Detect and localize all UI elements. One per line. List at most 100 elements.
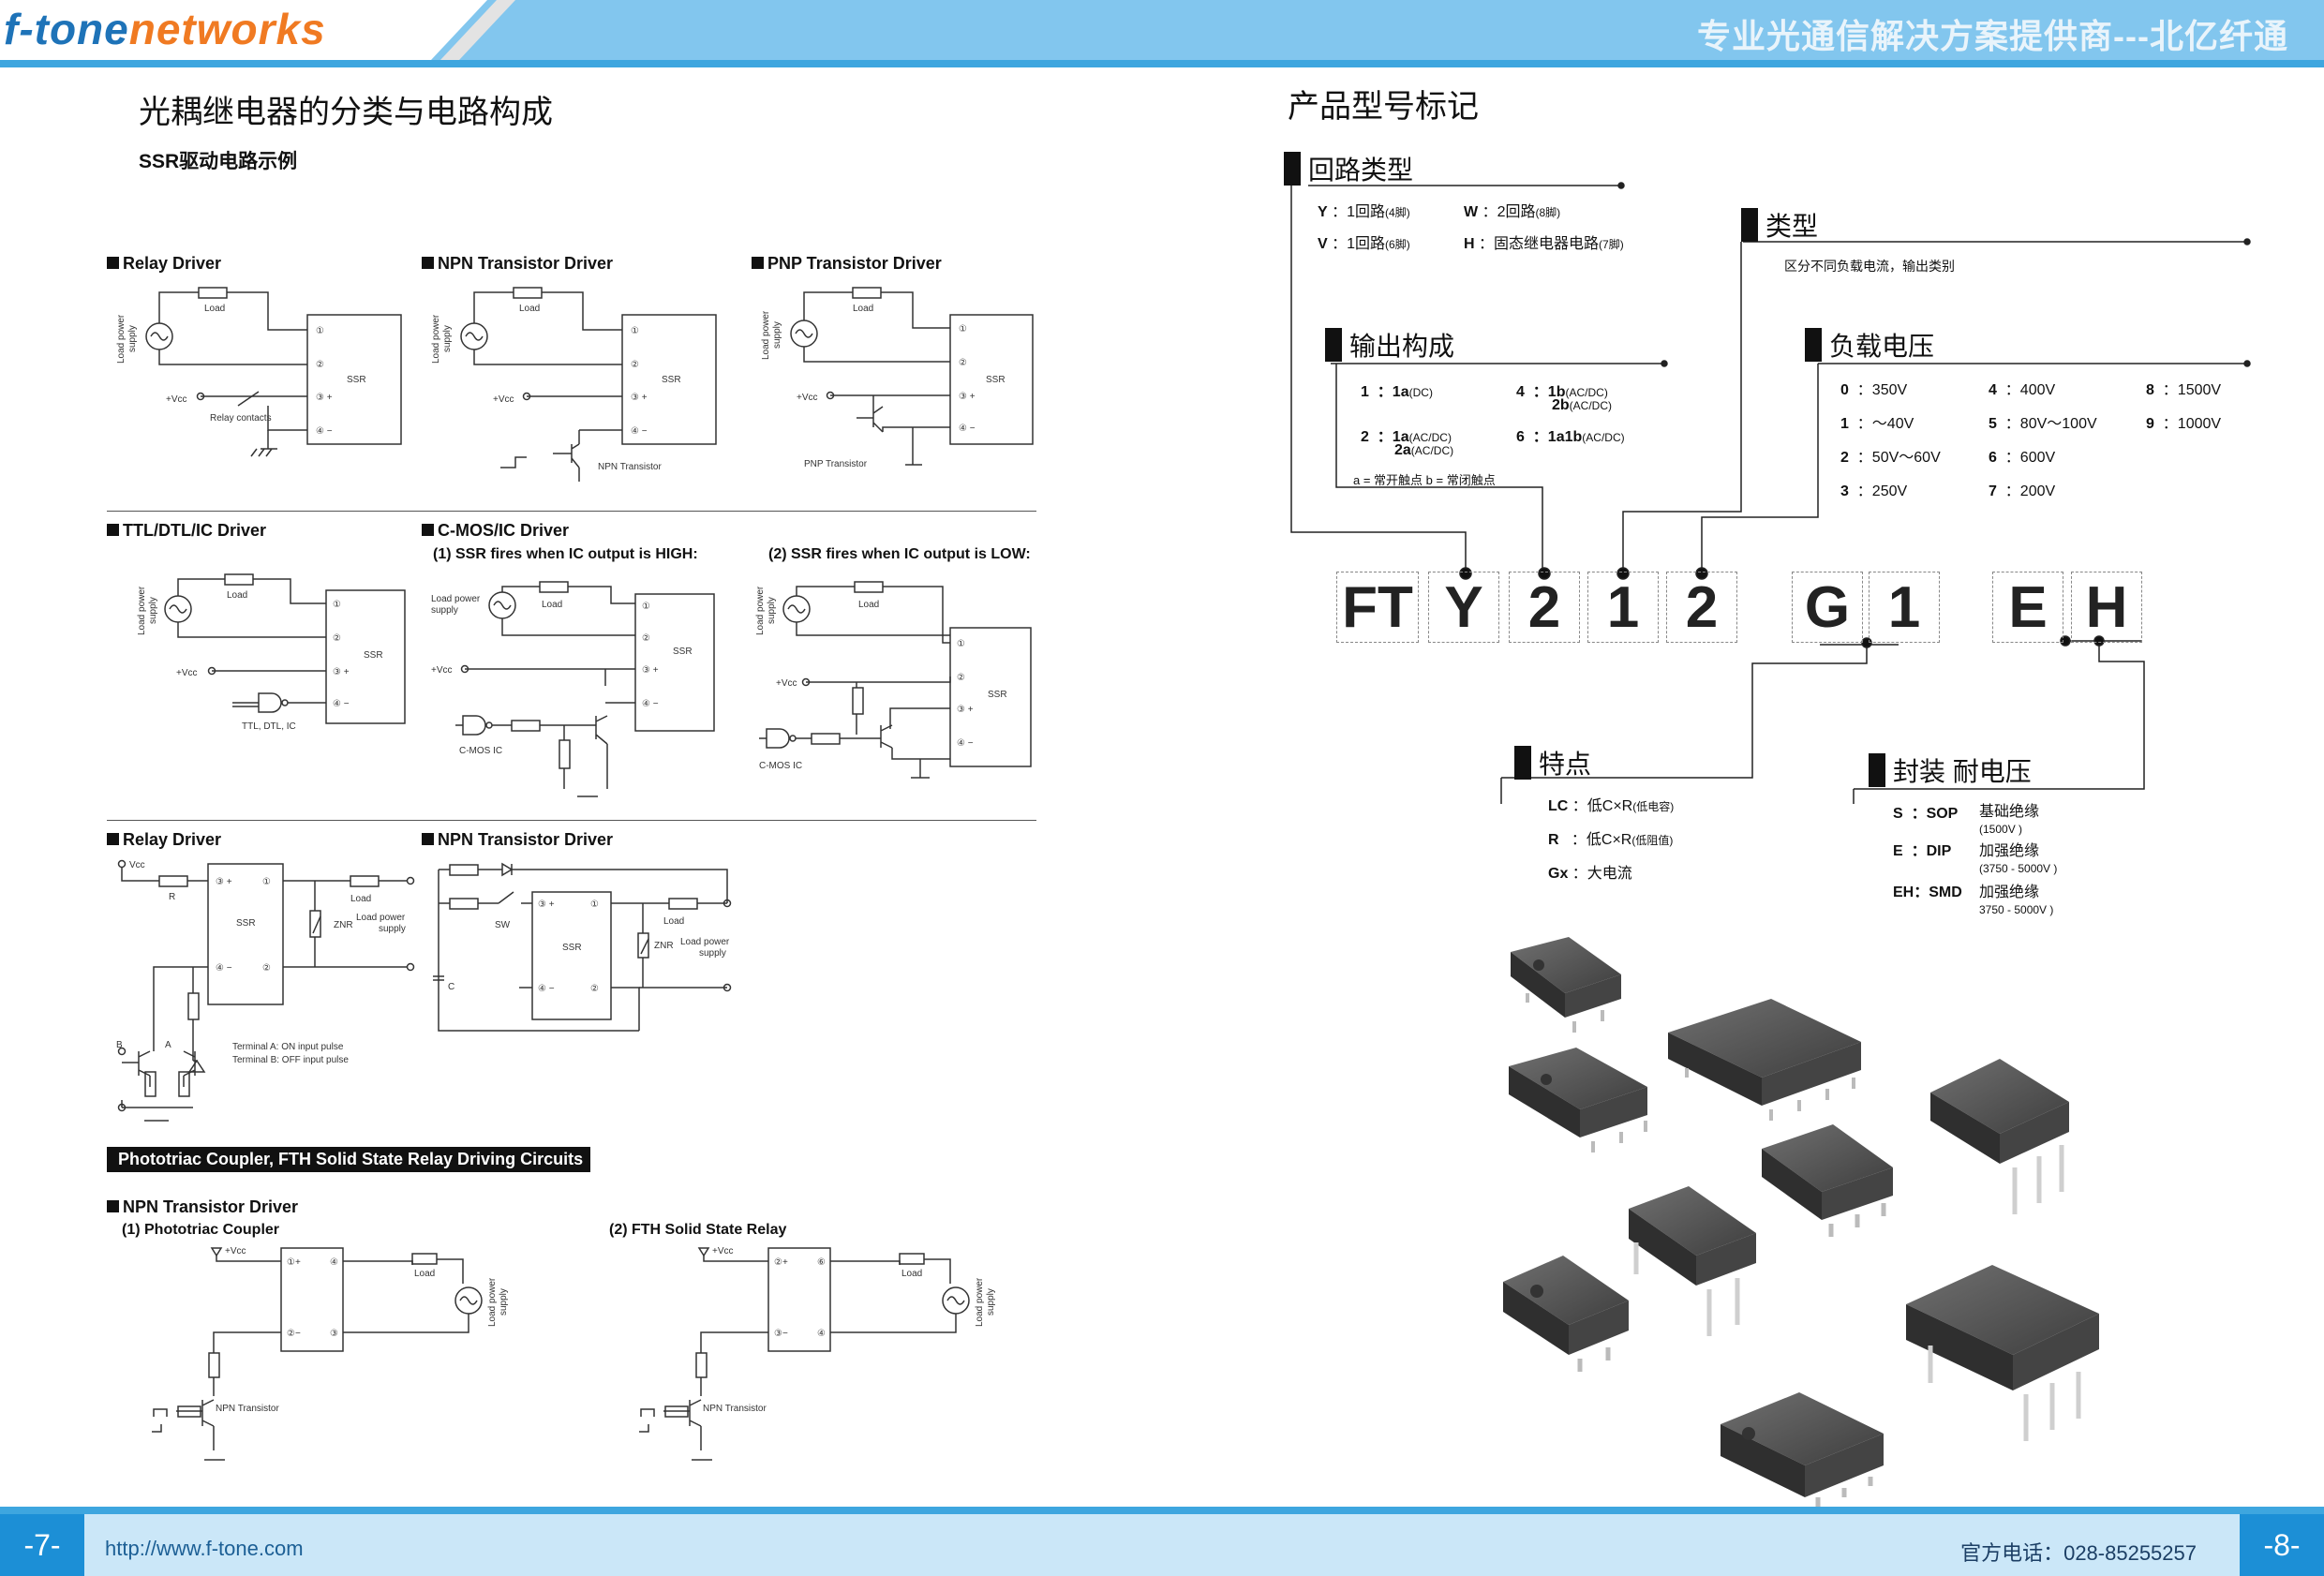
chip-dip-large: [1906, 1265, 2099, 1441]
circuit-relay-driver-2: ③ +①④ −② SSR Load Vcc R ZNR Load power s…: [116, 859, 415, 1122]
terminal-b-label: B: [116, 1040, 123, 1050]
circuit-cmos-low: ①②③ +④ − SSR Load +Vcc C-MOS IC Load pow…: [755, 581, 1032, 779]
svg-text:③ +: ③ +: [642, 665, 659, 676]
heading-ttl-driver: TTL/DTL/IC Driver: [107, 521, 266, 541]
znr-label: ZNR: [654, 941, 674, 951]
load-voltage-heading: 负载电压: [1805, 326, 1934, 364]
switch-label: SW: [495, 920, 511, 930]
ssr-label: SSR: [562, 943, 582, 953]
model-box-circuit: Y: [1428, 572, 1499, 643]
header-logo-panel: [0, 0, 487, 60]
heading-npn-driver-2: NPN Transistor Driver: [422, 830, 613, 850]
vcc-label: +Vcc: [712, 1246, 734, 1256]
voltage-item-9: 9 ：1000V: [2146, 416, 2222, 432]
supply-label: supply: [148, 597, 158, 624]
output-item-6: 6 ：1a1b(AC/DC): [1516, 429, 1625, 445]
section-divider: [107, 511, 1036, 512]
npn-transistor-label: NPN Transistor: [216, 1404, 279, 1414]
svg-text:④ −: ④ −: [216, 963, 232, 974]
npn-transistor-label: NPN Transistor: [703, 1404, 767, 1414]
voltage-item-2: 2 ：50V～60V: [1840, 450, 1941, 466]
website-link[interactable]: http://www.f-tone.com: [105, 1537, 304, 1560]
capacitor-label: C: [448, 982, 454, 992]
model-connector-lines: [1290, 182, 2251, 804]
svg-text:④ −: ④ −: [631, 426, 648, 437]
svg-text:④ −: ④ −: [957, 738, 974, 749]
npn-transistor-label: NPN Transistor: [598, 462, 662, 472]
circuit-relay-driver: ①②③ +④ − SSR Load +Vcc Relay contacts Lo…: [116, 287, 402, 457]
svg-text:①: ①: [959, 324, 967, 335]
vcc-label: +Vcc: [493, 394, 514, 405]
output-item-2b: 2b(AC/DC): [1552, 397, 1612, 413]
load-label: Load: [350, 894, 371, 904]
svg-text:②+: ②+: [774, 1257, 788, 1268]
svg-text:①+: ①+: [287, 1257, 301, 1268]
voltage-item-6: 6 ：600V: [1989, 450, 2056, 466]
svg-text:②: ②: [262, 963, 271, 974]
left-page-subtitle: SSR驱动电路示例: [139, 151, 298, 172]
supply-label: supply: [127, 325, 138, 352]
heading-relay-driver-2: Relay Driver: [107, 830, 221, 850]
vcc-label: +Vcc: [166, 394, 187, 405]
output-config-heading: 输出构成: [1325, 326, 1454, 364]
phone-number: 官方电话：028-85255257: [1960, 1541, 2197, 1565]
ssr-label: SSR: [364, 650, 383, 661]
brand-logo: f-tonenetworks: [4, 4, 326, 54]
chip-smd-center: [1762, 1124, 1893, 1237]
load-power-label: Load power: [431, 314, 441, 364]
voltage-item-1: 1 ：～40V: [1840, 416, 1914, 432]
circuit-type-heading: 回路类型: [1284, 150, 1413, 187]
terminal-a-label: A: [165, 1040, 171, 1050]
svg-text:①: ①: [316, 326, 324, 336]
svg-text:③ +: ③ +: [631, 393, 648, 403]
svg-text:③: ③: [330, 1329, 338, 1339]
circuit-pnp-driver: ①②③ +④ − SSR Load +Vcc PNP Transistor Lo…: [761, 287, 1034, 469]
left-page-title: 光耦继电器的分类与电路构成: [139, 95, 553, 130]
terminal-a-note: Terminal A: ON input pulse: [232, 1042, 344, 1052]
voltage-item-5: 5 ：80V～100V: [1989, 416, 2097, 432]
cmos-ic-label: C-MOS IC: [459, 746, 502, 756]
load-power-label: Load power: [431, 594, 481, 604]
load-label: Load: [853, 304, 873, 314]
vcc-label: +Vcc: [176, 668, 198, 678]
resistor-label: R: [169, 892, 175, 902]
load-label: Load: [858, 600, 879, 610]
output-item-2: 2 ：1a(AC/DC): [1361, 429, 1452, 445]
svg-text:②: ②: [631, 360, 639, 370]
feature-heading: 特点: [1514, 744, 1591, 781]
znr-label: ZNR: [334, 920, 353, 930]
supply-label: supply: [767, 597, 777, 624]
vcc-label: +Vcc: [431, 665, 453, 676]
vcc-label: +Vcc: [225, 1246, 246, 1256]
svg-text:①: ①: [262, 877, 271, 887]
supply-label: supply: [442, 325, 453, 352]
svg-text:④: ④: [817, 1329, 826, 1339]
load-power-label: Load power: [356, 913, 406, 923]
output-item-2a: 2a(AC/DC): [1394, 442, 1454, 458]
model-box-feature-1: 1: [1869, 572, 1940, 643]
cmos-ic-label: C-MOS IC: [759, 761, 802, 771]
circuit-phototriac: ①+④②−③ +Vcc Load NPN Transistor Load pow…: [152, 1246, 509, 1461]
chip-sop-long: [1668, 999, 1861, 1121]
load-power-label: Load power: [755, 586, 766, 635]
circuit-item-v: V ：1回路(6脚): [1318, 236, 1410, 252]
load-label: Load: [414, 1269, 435, 1279]
relay-contacts-label: Relay contacts: [210, 413, 272, 424]
logo-text-ftone: f-tone: [4, 5, 129, 53]
svg-text:④ −: ④ −: [642, 699, 659, 709]
svg-text:②: ②: [959, 358, 967, 368]
model-box-type: 1: [1587, 572, 1659, 643]
vcc-label: Vcc: [129, 860, 145, 870]
chip-dip-gullwing: [1629, 1186, 1756, 1336]
supply-label: supply: [499, 1288, 509, 1316]
ssr-label: SSR: [662, 375, 681, 385]
ssr-label: SSR: [347, 375, 366, 385]
right-page-title: 产品型号标记: [1288, 89, 1479, 125]
load-label: Load: [227, 590, 247, 601]
svg-text:④ −: ④ −: [333, 699, 350, 709]
circuit-item-w: W ：2回路(8脚): [1464, 204, 1561, 220]
svg-text:②: ②: [957, 673, 965, 683]
package-item-s: S ：SOP: [1893, 806, 1959, 822]
pnp-transistor-label: PNP Transistor: [804, 459, 868, 469]
